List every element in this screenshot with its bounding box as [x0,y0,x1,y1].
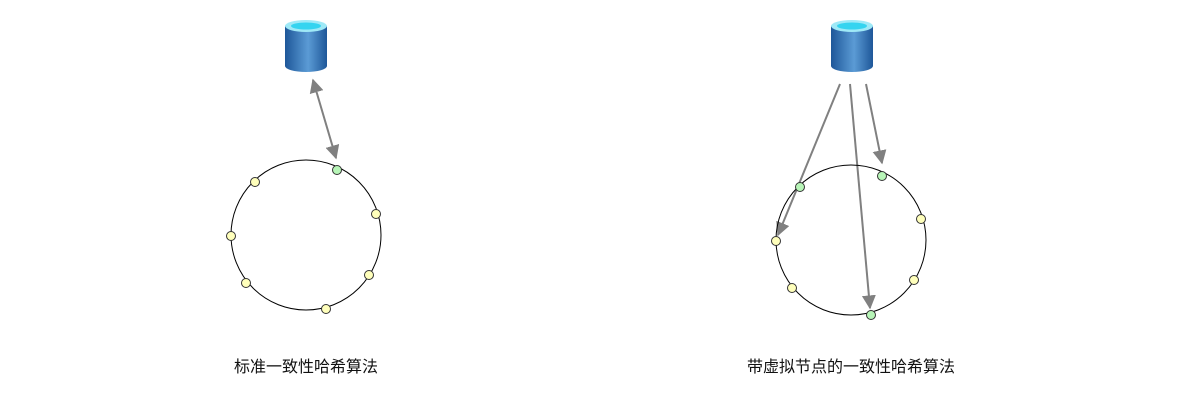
ring-node [250,177,260,187]
ring-node [909,275,919,285]
virtual-node-hashing-diagram: 带虚拟节点的一致性哈希算法 [747,20,955,376]
arrow-db-to-virtual-node [849,83,876,310]
ring-node [916,214,926,224]
mapped-node [332,165,342,175]
ring-node [226,231,236,241]
standard-hashing-diagram: 标准一致性哈希算法 [226,20,382,376]
arrow-db-to-node [309,78,340,160]
ring-node [771,236,781,246]
ring-node [787,283,797,293]
ring-node [371,209,381,219]
ring-node [321,304,331,314]
virtual-node [795,182,805,192]
diagram-caption: 标准一致性哈希算法 [234,357,378,376]
arrow-db-to-virtual-node [865,83,887,165]
diagram-caption: 带虚拟节点的一致性哈希算法 [747,357,955,376]
virtual-node [877,171,887,181]
ring-node [241,278,251,288]
virtual-node [866,310,876,320]
ring-node [364,270,374,280]
database-icon [831,20,873,72]
database-icon [285,20,327,72]
arrow-db-to-virtual-node [776,83,841,237]
